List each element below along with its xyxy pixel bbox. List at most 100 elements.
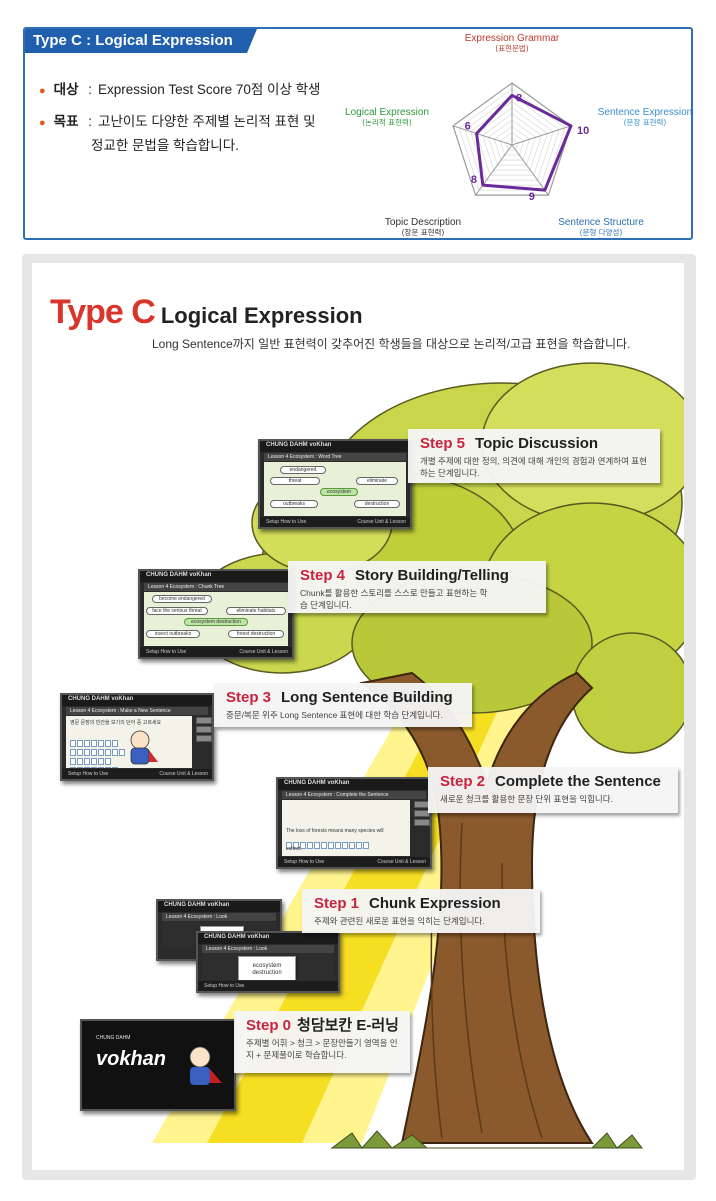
step3-number: Step 3 [226, 689, 272, 706]
side-button[interactable] [414, 819, 430, 826]
radar-spoke [475, 144, 513, 196]
side-button[interactable] [196, 726, 212, 733]
radar-grid-ring [505, 138, 519, 151]
word-node: threat [270, 477, 320, 485]
word-node: destruction [354, 500, 400, 508]
radar-value-label: 9 [529, 191, 535, 203]
side-button[interactable] [414, 810, 430, 817]
thumb-logo: CHUNG DAHM voKhan [266, 442, 332, 448]
main-title: Logical Expression [160, 303, 363, 328]
chunk-tree: become endangered face the serious threa… [144, 592, 288, 646]
step1-screenshot: CHUNG DAHM voKhan Lesson 4 Ecosystem : L… [196, 931, 340, 993]
thumb-footer-right: Course Unit & Lesson [357, 519, 406, 525]
chunk-node-center: ecosystem destruction [184, 618, 248, 626]
target-value: Expression Test Score 70점 이상 학생 [98, 82, 321, 97]
goal-colon: : [88, 114, 93, 129]
chunk-node: face the serious threat [146, 607, 208, 615]
radar-axis-sublabel: (표현문법) [495, 43, 529, 53]
radar-grid-ring [464, 94, 560, 186]
goal-row: ● 목표 : 고난이도 다양한 주제별 논리적 표현 및 [39, 111, 316, 134]
step2-number: Step 2 [440, 773, 486, 790]
step0-heading: Step 0 청담보칸 E-러닝 [246, 1015, 400, 1037]
letter-row [70, 734, 119, 747]
thumb-sentence-end: extinct. [286, 846, 302, 852]
main-subtitle: Long Sentence까지 일반 표현력이 갖추어진 학생들을 대상으로 논… [152, 337, 631, 351]
step3-name: Long Sentence Building [281, 689, 453, 706]
step0-card: Step 0 청담보칸 E-러닝 주제별 어휘 > 청크 > 문장만들기 영역을 … [234, 1011, 410, 1073]
thumb-footer-right: Course Unit & Lesson [377, 859, 426, 865]
radar-axis-sublabel: (논리적 표현력) [362, 117, 412, 127]
radar-grid-ring [487, 119, 537, 166]
thumb-breadcrumb: Lesson 4 Ecosystem : Look [202, 945, 334, 953]
chunk-node: insect outbreaks [146, 630, 200, 638]
info-box: Type C : Logical Expression ●대상 :Express… [23, 27, 693, 240]
svg-text:vokhan: vokhan [96, 1048, 166, 1070]
thumb-footer-right: Course Unit & Lesson [159, 771, 208, 777]
thumb-titlebar: CHUNG DAHM voKhan [260, 441, 410, 452]
thumb-logo: CHUNG DAHM voKhan [284, 780, 350, 786]
step5-screenshot: CHUNG DAHM voKhan Lesson 4 Ecosystem : W… [258, 439, 412, 529]
bullet-icon: ● [39, 117, 46, 129]
target-row: ● 대상 : Expression Test Score 70점 이상 학생 [39, 79, 320, 102]
step2-screenshot: CHUNG DAHM voKhan Lesson 4 Ecosystem : C… [276, 777, 432, 869]
target-colon: : [88, 82, 93, 97]
step3-screenshot: CHUNG DAHM voKhan Lesson 4 Ecosystem : M… [60, 693, 214, 781]
side-button[interactable] [196, 717, 212, 724]
thumb-logo: CHUNG DAHM voKhan [164, 902, 230, 908]
radar-axis-label: Topic Description [385, 217, 461, 228]
radar-value-label: 8 [471, 174, 477, 186]
thumb-titlebar: CHUNG DAHM voKhan [140, 571, 292, 582]
thumb-footer-right: Course Unit & Lesson [239, 649, 288, 655]
step0-name: 청담보칸 E-러닝 [297, 1017, 399, 1034]
thumb-footer-left: Setup How to Use [146, 649, 187, 655]
step0-description: 주제별 어휘 > 청크 > 문장만들기 영역을 인지 + 문제풀이로 학습합니다… [246, 1038, 398, 1060]
step5-name: Topic Discussion [475, 435, 599, 452]
side-button[interactable] [196, 735, 212, 742]
bullet-icon: ● [39, 85, 46, 97]
thumb-breadcrumb: Lesson 4 Ecosystem : Word Tree [264, 453, 406, 461]
letter-row [70, 752, 112, 765]
thumb-prompt: The loss of forests means many species w… [286, 828, 384, 834]
mascot-character [130, 730, 158, 765]
goal-line-2: 정교한 문법을 학습합니다. [91, 138, 239, 153]
step2-name: Complete the Sentence [495, 773, 661, 790]
radar-value-label: 6 [465, 121, 471, 133]
radar-axis-label: Expression Grammar [465, 33, 560, 44]
thumb-footer: Setup How to Use [198, 981, 338, 991]
step5-number: Step 5 [420, 435, 466, 452]
thumb-titlebar: CHUNG DAHM voKhan [158, 901, 280, 912]
step0-number: Step 0 [246, 1017, 292, 1034]
grass [330, 1130, 644, 1149]
target-key: 대상 [53, 82, 79, 97]
word-node-center: ecosystem [320, 488, 358, 496]
radar-axis-sublabel: (문형 다양성) [580, 228, 623, 237]
radar-axis-label: Sentence Structure [558, 217, 644, 228]
goal-line-1: 고난이도 다양한 주제별 논리적 표현 및 [98, 114, 316, 129]
radar-grid-ring [470, 101, 554, 181]
thumb-prompt: 영문 문장의 빈칸을 보기의 단어 중 고르세요 [70, 720, 162, 726]
complete-sentence: The loss of forests means many species w… [282, 800, 410, 856]
goal-key: 목표 [53, 114, 79, 129]
step3-heading: Step 3 Long Sentence Building [226, 687, 462, 709]
answer-row [286, 836, 370, 849]
radar-value-label: 8 [516, 92, 522, 104]
step4-name: Story Building/Telling [355, 567, 509, 584]
step2-description: 새로운 청크를 활용한 문장 단위 표현을 익힙니다. [440, 794, 613, 804]
thumb-logo: CHUNG DAHM voKhan [68, 696, 134, 702]
thumb-titlebar: CHUNG DAHM voKhan [198, 933, 338, 944]
radar-series-line [475, 93, 573, 192]
word-node: outbreaks [270, 500, 318, 508]
word-node: endangered [280, 466, 326, 474]
radar-spoke [511, 144, 549, 196]
chunk-node: become endangered [152, 595, 212, 603]
radar-grid-ring [493, 125, 531, 161]
